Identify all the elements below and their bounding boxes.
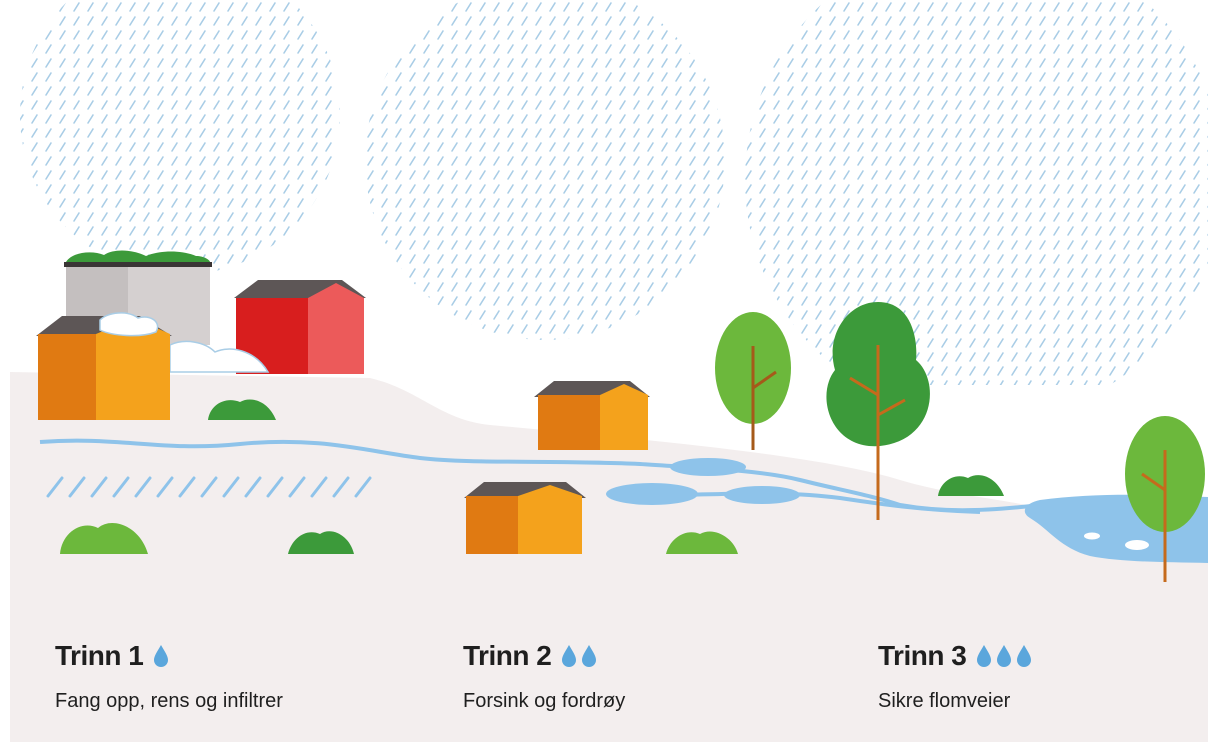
step-description: Sikre flomveier <box>878 690 1011 712</box>
step-description: Fang opp, rens og infiltrer <box>55 690 283 712</box>
river-stream-lower <box>659 491 981 514</box>
bush <box>208 399 276 420</box>
retention-pond <box>724 486 800 504</box>
step-title: Trinn 2 <box>463 640 552 671</box>
water-features <box>39 438 1208 563</box>
tree <box>715 312 791 450</box>
green-roof <box>66 250 210 262</box>
retention-pond <box>670 458 746 476</box>
water-drop-icon <box>154 645 169 667</box>
orange-house-lower <box>464 482 586 554</box>
step-2: Trinn 2 Forsink og fordrøy <box>463 640 625 713</box>
water-drop-icon <box>562 645 577 667</box>
bush <box>666 531 738 554</box>
bush <box>938 475 1004 496</box>
step-1: Trinn 1 Fang opp, rens og infiltrer <box>55 640 283 713</box>
orange-house-left <box>36 312 172 420</box>
water-drop-icon <box>997 645 1012 667</box>
tree <box>1125 416 1205 582</box>
tree <box>826 302 930 520</box>
water-drop-icon <box>1017 645 1032 667</box>
step-title: Trinn 3 <box>878 640 967 671</box>
bushes <box>60 399 1004 554</box>
rain-cloud-left <box>20 0 340 275</box>
water-drop-icon <box>582 645 597 667</box>
step-description: Forsink og fordrøy <box>463 690 626 712</box>
water-drop-icons <box>561 644 597 668</box>
infiltration-lines <box>46 476 372 498</box>
rain-cloud-right <box>745 0 1208 420</box>
bush <box>288 531 354 554</box>
water-drop-icons <box>976 644 1032 668</box>
water-drop-icon <box>977 645 992 667</box>
water-drop-icons <box>153 644 169 668</box>
bush <box>60 523 148 554</box>
step-title: Trinn 1 <box>55 640 144 671</box>
rain-cloud-middle <box>365 0 725 340</box>
orange-house-middle <box>534 381 650 450</box>
ground <box>10 372 1208 742</box>
step-3: Trinn 3 Sikre flomveier <box>878 640 1032 713</box>
retention-pond <box>606 483 698 505</box>
